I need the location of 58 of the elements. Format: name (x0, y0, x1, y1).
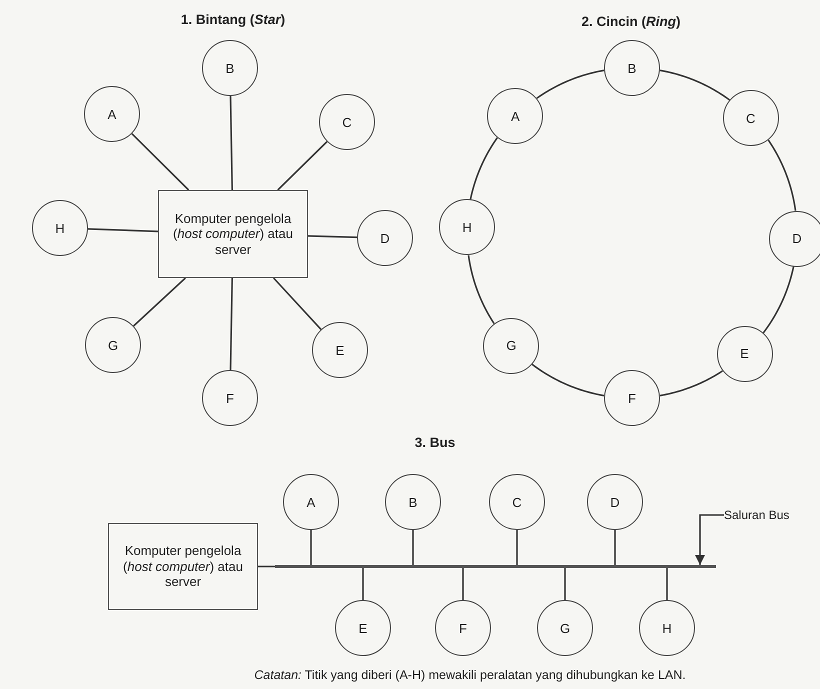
device-circle: E (312, 322, 368, 378)
drop-line (614, 530, 616, 565)
device-circle: F (435, 600, 491, 656)
connection-line (230, 278, 233, 370)
ring-cable (768, 140, 796, 211)
device-circle: E (335, 600, 391, 656)
device-circle: G (85, 317, 141, 373)
drop-line (310, 530, 312, 565)
device-circle: B (604, 40, 660, 96)
connection-line (273, 277, 322, 330)
device-circle: B (202, 40, 258, 96)
connection-line (230, 96, 233, 190)
connection-line (133, 277, 186, 327)
drop-line (412, 530, 414, 565)
bus-label: Saluran Bus (724, 506, 816, 524)
drop-line (462, 568, 464, 600)
drop-line (258, 566, 275, 568)
drop-line (666, 568, 668, 600)
section-heading: 3. Bus (414, 435, 456, 450)
device-circle: F (604, 370, 660, 426)
device-circle: A (283, 474, 339, 530)
ring-cable (470, 137, 498, 200)
device-circle: A (487, 88, 544, 144)
section-heading: 1. Bintang (Star) (180, 12, 286, 27)
device-circle: F (202, 370, 258, 426)
ring-cable (536, 70, 604, 99)
device-circle: H (439, 199, 496, 256)
device-circle: B (385, 474, 441, 530)
connection-line (308, 235, 358, 238)
device-circle: H (32, 200, 88, 256)
drop-line (564, 568, 566, 600)
device-circle: C (722, 90, 779, 146)
section-heading: 2. Cincin (Ring) (582, 14, 680, 29)
drop-line (362, 568, 364, 600)
drop-line (516, 530, 518, 565)
connection-line (88, 228, 158, 232)
device-circle: E (716, 326, 773, 382)
connection-line (277, 141, 328, 191)
connection-line (131, 133, 190, 191)
ring-cable (660, 70, 730, 101)
device-circle: D (768, 210, 820, 267)
host-computer-box: Komputer pengelola (host computer) atau server (108, 523, 258, 610)
ring-cable (762, 266, 794, 334)
leader-arrow (695, 514, 724, 565)
device-circle: C (489, 474, 545, 530)
host-computer-box: Komputer pengelola (host computer) atau server (158, 190, 308, 278)
device-circle: H (639, 600, 695, 656)
device-circle: A (84, 86, 140, 142)
device-circle: D (357, 210, 413, 266)
device-circle: G (537, 600, 593, 656)
device-circle: D (587, 474, 643, 530)
device-circle: C (319, 94, 375, 150)
caption: Catatan: Titik yang diberi (A-H) mewakili peralatan yang dihubungkan ke LAN. (254, 668, 686, 682)
ring-cable (532, 364, 604, 396)
bus-line (275, 565, 716, 568)
ring-cable (468, 255, 495, 324)
device-circle: G (483, 318, 540, 374)
ring-cable (660, 370, 723, 396)
